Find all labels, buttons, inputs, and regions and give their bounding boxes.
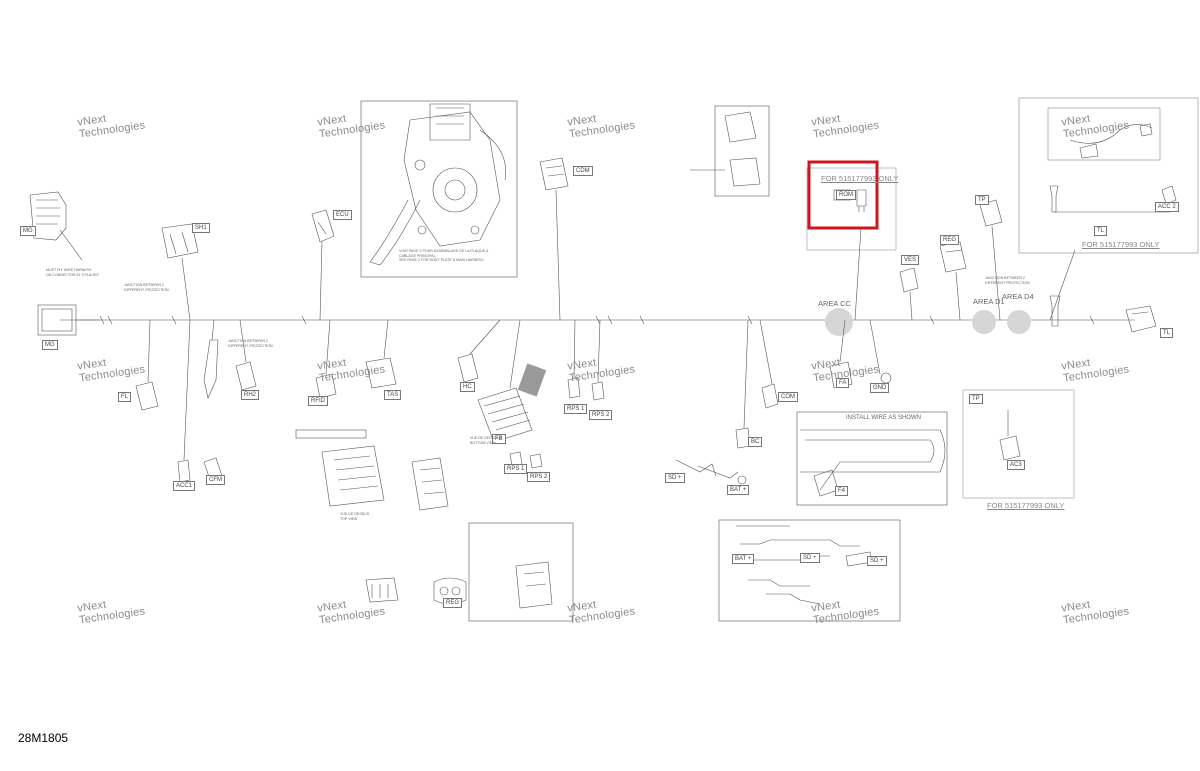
connector-label-rps1: RPS 1 [504,464,528,474]
connector-ecu-drawing [311,209,335,243]
connector-label-rfid: RFID [308,396,328,406]
area-d1-circle [972,310,996,334]
area-cc-label: AREA CC [818,299,851,308]
connector-label-rh2: RH2 [241,390,260,400]
junction-note-2: JUNCTION BETWEEN 2 DIFFERENT PROTECTION [228,339,273,348]
connector-label-mg: MG [42,340,58,350]
relay-detail-box [714,105,770,197]
connector-label-ac3: AC3 [1007,460,1025,470]
must-fix-note: MUST FIX WIRE HARNESS ON CONNECTOR AT 3 … [46,268,99,277]
connector-label-ves: VES [901,255,920,265]
install-wire-title: INSTALL WIRE AS SHOWN [846,415,922,421]
tp-detail-box [962,389,1075,499]
connector-label-sd-mid: SD + [800,553,820,563]
connector-label-tas: TAS [384,390,402,400]
connector-label-rps2-top: RPS 2 [589,410,613,420]
tl-detail-box [1018,97,1199,254]
connector-label-reg2: REG [940,235,960,245]
connector-label-tl: TL [1160,328,1174,338]
connector-label-hc: HC [460,382,475,392]
connector-label-cdm: CDM [573,166,593,176]
document-code: 28M1805 [18,731,69,745]
connector-tl-drawing [1125,305,1157,333]
connector-label-rps2: RPS 2 [527,472,551,482]
area-cc-circle [825,308,853,336]
connector-fl-drawing [135,381,159,411]
connector-label-acc1: ACC1 [173,481,196,491]
connector-label-tp: TP [969,394,983,404]
connector-label-tp-top: TP [975,195,989,205]
connector-reg2-drawing [939,241,967,273]
junction-note-1: JUNCTION BETWEEN 2 DIFFERENT PROTECTION [124,283,169,292]
connector-label-rps1-top: RPS 1 [564,404,588,414]
fuse-box-drawing [477,387,533,443]
connector-label-bat-top: BAT + [727,485,750,495]
connector-label-acc2: ACC 2 [1155,202,1179,212]
for-only-note-tp: FOR 515177993 ONLY [987,501,1065,510]
for-only-note-rom: FOR 515177993 ONLY [821,174,899,183]
for-only-note-tl: FOR 515177993 ONLY [1082,240,1160,249]
area-d4-circle [1007,310,1031,334]
connector-sh1-drawing [161,223,199,259]
connector-label-com: COM [778,392,798,402]
view-a-label: VUE DE DESSUS TOP VIEW [340,512,370,521]
connector-label-cfm: CFM [206,475,225,485]
plate-note: VOIR PAGE 2 POUR ASSEMBLAGE DE LA PLAQUE… [399,249,489,262]
connector-mg-top-drawing [29,191,67,241]
area-d4-label: AREA D4 [1002,292,1034,301]
connector-label-rom: ROM [836,190,856,200]
ecu-module-drawing [403,111,501,247]
connector-label-fl: FL [118,392,132,402]
highlight-box [807,160,879,230]
connector-label-sd-left: SD + [665,473,685,483]
connector-label-bat: BAT + [732,554,755,564]
regulator-detail-box [468,522,574,622]
connector-label-ecu: ECU [333,210,352,220]
connector-label-reg: REG [443,598,463,608]
connector-label-f4: F4 [835,486,849,496]
ecu-module-box [360,100,518,278]
connector-label-sh1: SH1 [192,223,210,233]
connector-label-bc: BC [748,437,763,447]
connector-label-fa: FA [836,378,850,388]
connector-reg-drawing [433,577,467,605]
connector-view-b-drawing [411,457,449,511]
rom-gray-box [806,167,897,251]
junction-note-3: JUNCTION BETWEEN 2 DIFFERENT PROTECTION [985,276,1030,285]
view-b-label: VUE DE DESSOUS BOTTOM VIEW [470,436,502,445]
connector-label-sd-right: SD + [867,556,887,566]
area-d1-label: AREA D1 [973,297,1005,306]
connector-label-gnd: GND [870,383,890,393]
install-wire-box [796,411,948,506]
connector-view-a-drawing [321,445,385,507]
battery-cable-box [718,519,901,622]
connector-label-mg-top: MG [20,226,36,236]
connector-label-fb: FB [492,434,506,444]
connector-label-tl-box: TL [1094,226,1108,236]
connector-cdm-drawing [539,157,569,191]
connector-tp-top-drawing [979,199,1003,227]
